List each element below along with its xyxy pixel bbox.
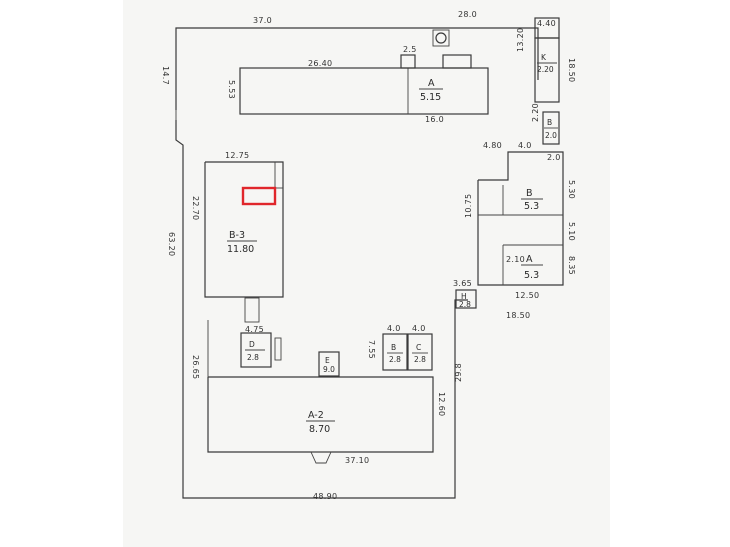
dim-b3-top: 12.75 [225, 151, 249, 160]
dim-a2-right: 12.60 [437, 392, 446, 416]
upper-wing-bump [400, 54, 416, 69]
dim-e-room-top-a: 4.0 [387, 324, 401, 333]
dim-upper-wing-bottom: 16.0 [425, 115, 444, 124]
room-e-small-area: 9.0 [323, 365, 335, 374]
d1-door [274, 337, 282, 361]
room-east-upper-name: B [526, 188, 533, 199]
dim-small-c: 7.55 [367, 340, 376, 359]
room-b-small-area: 2.8 [389, 355, 401, 364]
dim-corner-small: 4.40 [537, 19, 556, 28]
dim-e-room-top-b: 4.0 [412, 324, 426, 333]
room-upper-area: 5.15 [420, 92, 441, 103]
b3-room [204, 161, 284, 298]
dim-right-col-width: 2.20 [531, 103, 540, 122]
dim-lower-left: 26.65 [191, 355, 200, 379]
dim-east-bottom-b: 18.50 [506, 311, 530, 320]
room-upper-name: A [428, 78, 435, 89]
right-column-top [534, 17, 560, 39]
dim-side-offset: 3.65 [453, 279, 472, 288]
room-b-small-name: B [391, 343, 396, 352]
dim-east-top-a: 4.80 [483, 141, 502, 150]
dim-east-bottom-a: 12.50 [515, 291, 539, 300]
room-right-small-name: K [541, 53, 547, 62]
room-bath-area: 2.0 [545, 131, 557, 140]
dim-top-right: 28.0 [458, 10, 477, 19]
dim-left-long: 63.20 [167, 232, 176, 256]
dim-right-long: 29.8 [454, 363, 463, 382]
dim-top-left: 37.0 [253, 16, 272, 25]
room-bath-name: B [547, 118, 552, 127]
room-east-lower-area: 5.3 [524, 270, 539, 281]
room-a2-area: 8.70 [309, 424, 330, 435]
room-right-small-area: 2.20 [537, 65, 554, 74]
h-small-room [455, 289, 477, 309]
highlight-box [241, 186, 277, 206]
lot-boundary-left [175, 120, 468, 499]
dim-left-upper: 14.7 [161, 66, 170, 85]
dim-b3-height: 22.70 [191, 196, 200, 220]
dim-small-box-top: 4.75 [245, 325, 264, 334]
dim-east-right-c: 8.35 [567, 256, 576, 275]
paper-sheet: 37.0 28.0 4.40 14.7 26.40 5.53 16.0 2.5 … [123, 0, 610, 547]
east-block [477, 151, 564, 286]
well-box [432, 29, 450, 47]
dim-upper-right-small: 2.5 [403, 45, 417, 54]
room-b3-name: B-3 [229, 230, 245, 241]
dim-east-top-b: 4.0 [518, 141, 532, 150]
floor-plan-drawing: 37.0 28.0 4.40 14.7 26.40 5.53 16.0 2.5 … [161, 10, 576, 501]
room-a2-name: A-2 [308, 410, 324, 421]
dim-east-right-b: 5.10 [567, 222, 576, 241]
bath-room [542, 111, 560, 145]
dim-right-mid: 2.0 [547, 153, 561, 162]
a2-step [310, 451, 332, 464]
room-e-small-name: E [325, 356, 330, 365]
well-symbol [435, 32, 447, 44]
dim-east-right-a: 5.30 [567, 180, 576, 199]
c-small-room [407, 333, 433, 371]
dim-right-col-mid: 18.50 [567, 58, 576, 82]
upper-wing-bump-2 [442, 54, 472, 69]
room-east-lower-name: A [526, 254, 533, 265]
b-small-room [382, 333, 408, 371]
room-c-small-area: 2.8 [414, 355, 426, 364]
dim-upper-wing-length: 26.40 [308, 59, 332, 68]
dim-east-left-a: 10.75 [464, 194, 473, 218]
room-b3-area: 11.80 [227, 244, 254, 255]
room-c-small-name: C [416, 343, 421, 352]
stair [244, 297, 260, 323]
room-h-small-area: 2.8 [459, 300, 471, 309]
room-d1-area: 2.8 [247, 353, 259, 362]
room-east-upper-area: 5.3 [524, 201, 539, 212]
upper-wing [239, 67, 489, 115]
dim-upper-wing-height: 5.53 [227, 80, 236, 99]
lot-boundary-top [175, 27, 539, 110]
e-small-room [318, 351, 340, 377]
a2-room [207, 376, 434, 453]
room-h-small-name: H [461, 292, 467, 301]
dim-a2-bottom: 37.10 [345, 456, 369, 465]
dim-bottom-total: 48.90 [313, 492, 337, 501]
d1-room [240, 332, 272, 368]
dim-right-col-upper: 13.20 [516, 28, 525, 52]
dim-east-inner: 2.10 [506, 255, 525, 264]
room-d1-name: D [249, 340, 255, 349]
